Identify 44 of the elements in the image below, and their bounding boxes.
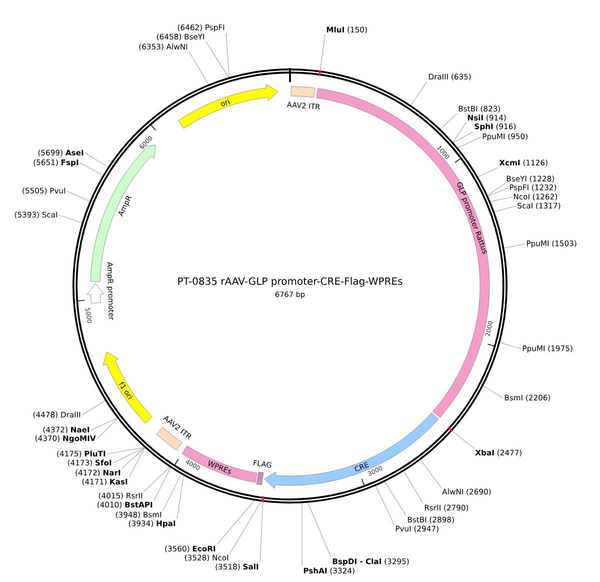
leader-line <box>90 418 118 430</box>
leader-line <box>482 386 504 398</box>
leader-line <box>106 447 144 454</box>
leader-line <box>452 430 474 449</box>
leader-line <box>440 113 458 130</box>
leader-line <box>375 486 394 525</box>
leader-line <box>260 502 264 563</box>
leader-line <box>404 471 424 504</box>
leader-line <box>308 502 332 558</box>
leader-line <box>206 41 229 78</box>
leader-line <box>500 342 522 350</box>
leader-line <box>420 460 442 488</box>
leader-line <box>453 132 474 143</box>
leader-line <box>96 418 118 440</box>
leader-line <box>230 501 262 554</box>
cut-site-mark <box>318 70 322 76</box>
leader-line <box>320 34 326 70</box>
leader-line <box>144 466 170 492</box>
leader-line <box>122 447 145 469</box>
leader-line <box>188 51 209 85</box>
leader-line <box>66 190 90 202</box>
leader-line <box>80 162 104 176</box>
leader-line <box>154 467 171 501</box>
leader-line <box>384 481 406 516</box>
leader-line <box>494 206 516 212</box>
leader-line <box>82 400 106 416</box>
leader-line <box>504 244 526 248</box>
cut-site-mark <box>448 426 454 432</box>
leader-line <box>216 500 255 545</box>
leader-line <box>478 167 498 178</box>
leader-line <box>487 183 506 196</box>
leader-line <box>452 122 466 142</box>
leader-line <box>84 152 108 168</box>
leader-line <box>128 448 146 478</box>
leader-line <box>226 32 230 78</box>
cut-site-mark <box>262 496 265 502</box>
leader-line <box>112 447 145 464</box>
leader-line <box>488 188 508 196</box>
leader-line <box>176 475 184 520</box>
leader-line <box>58 214 82 224</box>
leader-line <box>490 196 512 202</box>
leader-line <box>410 81 428 106</box>
leader-line <box>162 474 182 511</box>
leader-line <box>458 136 482 148</box>
